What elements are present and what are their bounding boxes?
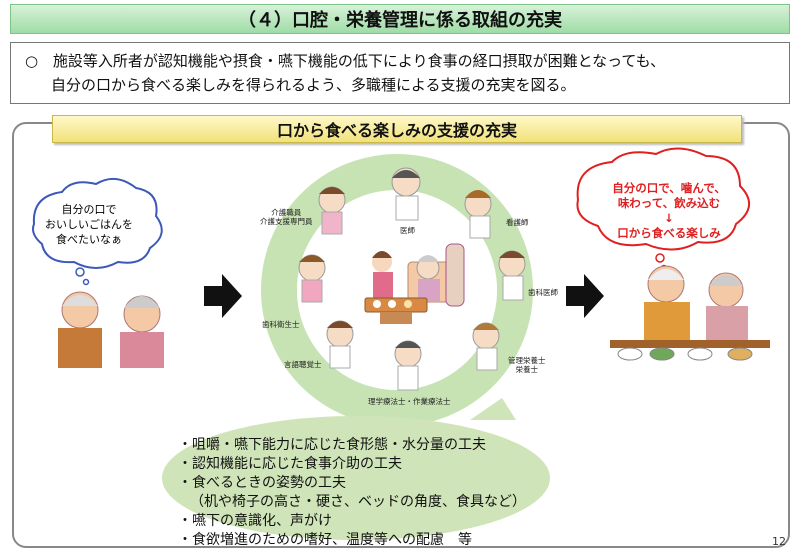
thought-bubble-right [576, 147, 750, 251]
care-scene [364, 243, 465, 324]
intro-marker: ○ [25, 52, 39, 70]
staff-caregiver [318, 186, 346, 235]
page-number: 12 [772, 535, 786, 548]
role-dietitian-a: 管理栄養士 [508, 356, 546, 365]
bubble-right-line-3: 口から食べる楽しみ [617, 226, 721, 240]
role-care-b: 介護支援専門員 [260, 217, 313, 226]
bullet-item: ・食欲増進のための嗜好、温度等への配慮 等 [178, 532, 472, 548]
bullet-item: ・認知機能に応じた食事介助の工夫 [178, 456, 402, 472]
bubble-left-line-2: おいしいごはんを [45, 217, 133, 231]
bubble-right-line-1: 自分の口で、噛んで、 [612, 181, 726, 195]
staff-therapist [394, 340, 422, 391]
staff-speech [326, 320, 354, 369]
elderly-couple-eating [610, 265, 770, 361]
role-hygienist: 歯科衛生士 [262, 320, 300, 329]
bullet-item: ・咀嚼・嚥下能力に応じた食形態・水分量の工夫 [178, 437, 486, 453]
bullet-ellipse [162, 416, 550, 540]
role-nurse: 看護師 [506, 218, 529, 227]
role-dietitian: 管理栄養士 栄養士 [508, 356, 546, 374]
page-title: （４）口腔・栄養管理に係る取組の充実 [10, 4, 790, 34]
bullet-item: （机や椅子の高さ・硬さ、ベッドの角度、食具など） [190, 494, 526, 510]
staff-hygienist [298, 254, 326, 303]
bubble-left-text: 自分の口で おいしいごはんを 食べたいなぁ [18, 186, 160, 262]
bubble-left-line-3: 食べたいなぁ [56, 232, 122, 246]
role-speech: 言語聴覚士 [284, 360, 322, 369]
role-doctor: 医師 [400, 226, 415, 235]
support-bullets: ・咀嚼・嚥下能力に応じた食形態・水分量の工夫 ・認知機能に応じた食事介助の工夫 … [178, 436, 526, 550]
elderly-couple-left [58, 291, 164, 368]
intro-line-1: 施設等入所者が認知機能や摂食・嚥下機能の低下により食事の経口摂取が困難となっても… [52, 52, 666, 70]
bubble-right-line-2: 味わって、飲み込む [617, 196, 721, 210]
bubble-right-text: 自分の口で、噛んで、 味わって、飲み込む ↓ 口から食べる楽しみ [564, 156, 774, 266]
bubble-right-arrow: ↓ [664, 211, 674, 225]
staff-dietitian [472, 322, 500, 371]
intro-box: ○ 施設等入所者が認知機能や摂食・嚥下機能の低下により食事の経口摂取が困難となっ… [10, 42, 790, 104]
role-dentist: 歯科医師 [528, 288, 558, 297]
staff-doctor [391, 167, 421, 221]
staff-dentist [498, 250, 526, 301]
intro-line-2: 自分の口から食べる楽しみを得られるよう、多職種による支援の充実を図る。 [51, 76, 576, 94]
staff-nurse [464, 190, 492, 239]
role-therapist: 理学療法士・作業療法士 [368, 397, 451, 406]
section-title: 口から食べる楽しみの支援の充実 [52, 115, 742, 143]
thought-bubble-left [32, 177, 163, 269]
role-care: 介護職員 介護支援専門員 [260, 208, 313, 226]
bullet-item: ・嚥下の意識化、声がけ [178, 513, 332, 529]
bubble-left-line-1: 自分の口で [61, 202, 117, 216]
arrow-right-2 [566, 274, 604, 318]
bullet-item: ・食べるときの姿勢の工夫 [178, 475, 346, 491]
arrow-right-1 [204, 274, 242, 318]
role-care-a: 介護職員 [271, 208, 302, 217]
role-dietitian-b: 栄養士 [515, 365, 539, 374]
